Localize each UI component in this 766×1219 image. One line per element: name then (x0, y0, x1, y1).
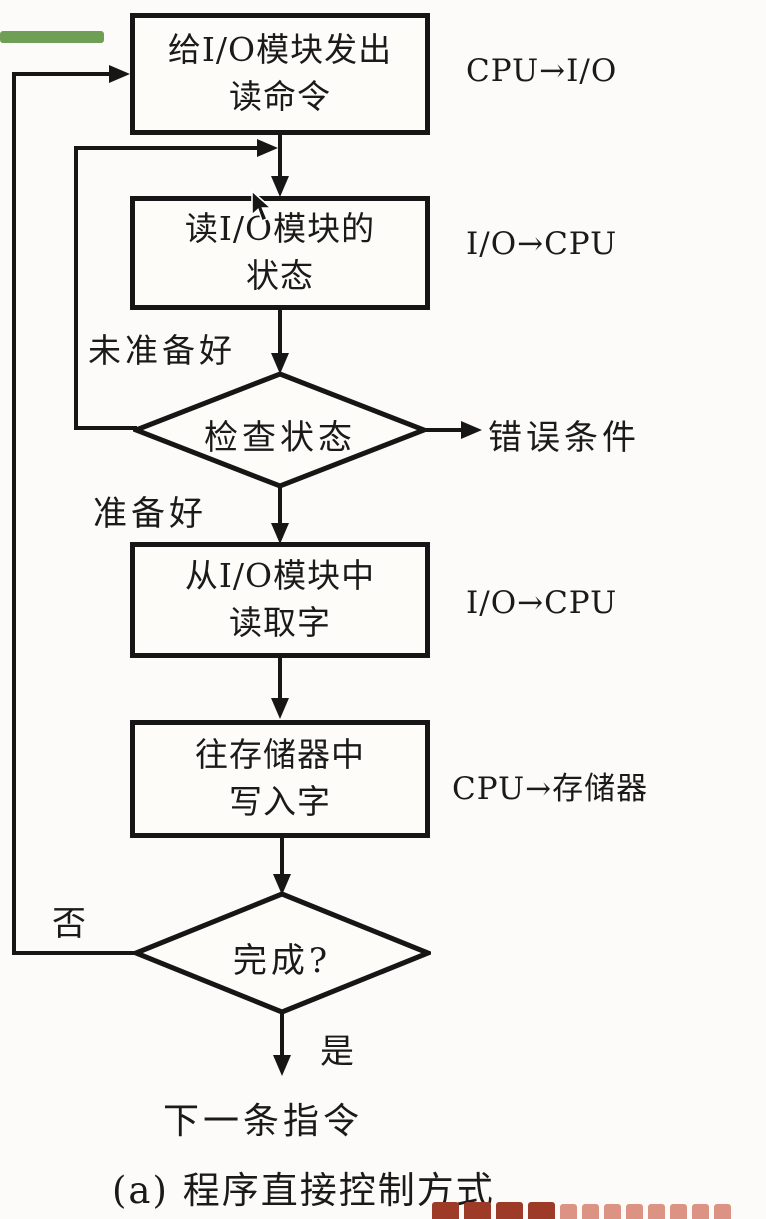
connector-box3-box4 (278, 658, 282, 699)
arrowhead-into-box1 (109, 65, 130, 83)
watermark-glyph (604, 1204, 621, 1219)
process-box-read-word: 从I/O模块中 读取字 (130, 542, 430, 658)
box1-line1: 给I/O模块发出 (167, 30, 393, 70)
watermark-glyph (648, 1204, 665, 1219)
box1-line2: 读命令 (229, 77, 331, 116)
box4-line1: 往存储器中 (195, 735, 365, 775)
box2-line1: 读I/O模块的 (184, 209, 376, 249)
branch-label-not-ready: 未准备好 (88, 331, 236, 370)
connector-box1-box2 (278, 135, 282, 177)
branch-label-no: 否 (52, 904, 90, 944)
process-box-issue-read-command: 给I/O模块发出 读命令 (130, 13, 430, 135)
connector-line-notready-top (74, 146, 258, 150)
arrowhead-into-box4 (271, 698, 289, 719)
arrowhead-into-box2 (271, 176, 289, 197)
connector-line-no-loop-bottom (12, 951, 135, 955)
decision2-label: 完成? (232, 941, 332, 981)
terminal-next-instruction: 下一条指令 (163, 1101, 364, 1142)
box3-line2: 读取字 (229, 603, 331, 642)
decision-diamond-check-status (133, 371, 427, 489)
connector-line-no-loop-vertical (12, 72, 16, 955)
watermark-glyph (432, 1202, 459, 1219)
watermark-glyph (496, 1202, 523, 1219)
branch-label-ready: 准备好 (93, 494, 207, 534)
connector-diamond2-terminal (280, 1011, 284, 1057)
process-box-read-module-status: 读I/O模块的 状态 (130, 196, 430, 310)
side-label-cpu-memory: CPU→存储器 (452, 771, 649, 807)
watermark-glyph (464, 1202, 491, 1219)
arrowhead-into-diamond1 (271, 353, 289, 374)
arrowhead-terminal (273, 1055, 291, 1076)
connector-box4-diamond2 (280, 838, 284, 875)
decision-diamond-done (133, 891, 431, 1015)
side-label-io-cpu-2: I/O→CPU (466, 585, 618, 621)
connector-line-no-loop-top (12, 72, 111, 76)
watermark-red-partial (432, 1202, 766, 1219)
side-label-io-cpu-1: I/O→CPU (466, 226, 618, 262)
watermark-glyph (560, 1204, 577, 1219)
box2-line2: 状态 (246, 256, 314, 295)
side-label-cpu-io: CPU→I/O (466, 53, 618, 89)
arrowhead-error (461, 421, 482, 439)
green-highlight-mark (0, 31, 104, 43)
box4-line2: 写入字 (229, 782, 331, 821)
connector-box2-diamond1 (278, 310, 282, 354)
connector-diamond1-box3 (278, 487, 282, 525)
watermark-glyph (714, 1204, 731, 1219)
figure-caption: (a) 程序直接控制方式 (112, 1169, 495, 1212)
arrowhead-notready-join (257, 139, 278, 157)
mouse-cursor-icon (251, 190, 274, 223)
arrowhead-into-box3 (271, 523, 289, 544)
branch-label-yes: 是 (320, 1032, 358, 1072)
connector-line-notready-bottom (74, 426, 137, 430)
watermark-glyph (582, 1204, 599, 1219)
connector-diamond1-error (425, 428, 463, 432)
box3-line1: 从I/O模块中 (184, 556, 376, 596)
watermark-glyph (670, 1204, 687, 1219)
arrowhead-into-diamond2 (273, 874, 291, 895)
watermark-glyph (528, 1202, 555, 1219)
connector-line-notready-vertical (74, 146, 78, 430)
branch-label-error-condition: 错误条件 (488, 418, 640, 458)
watermark-glyph (692, 1204, 709, 1219)
process-box-write-word: 往存储器中 写入字 (130, 720, 430, 838)
watermark-glyph (626, 1204, 643, 1219)
decision1-label: 检查状态 (204, 418, 356, 458)
